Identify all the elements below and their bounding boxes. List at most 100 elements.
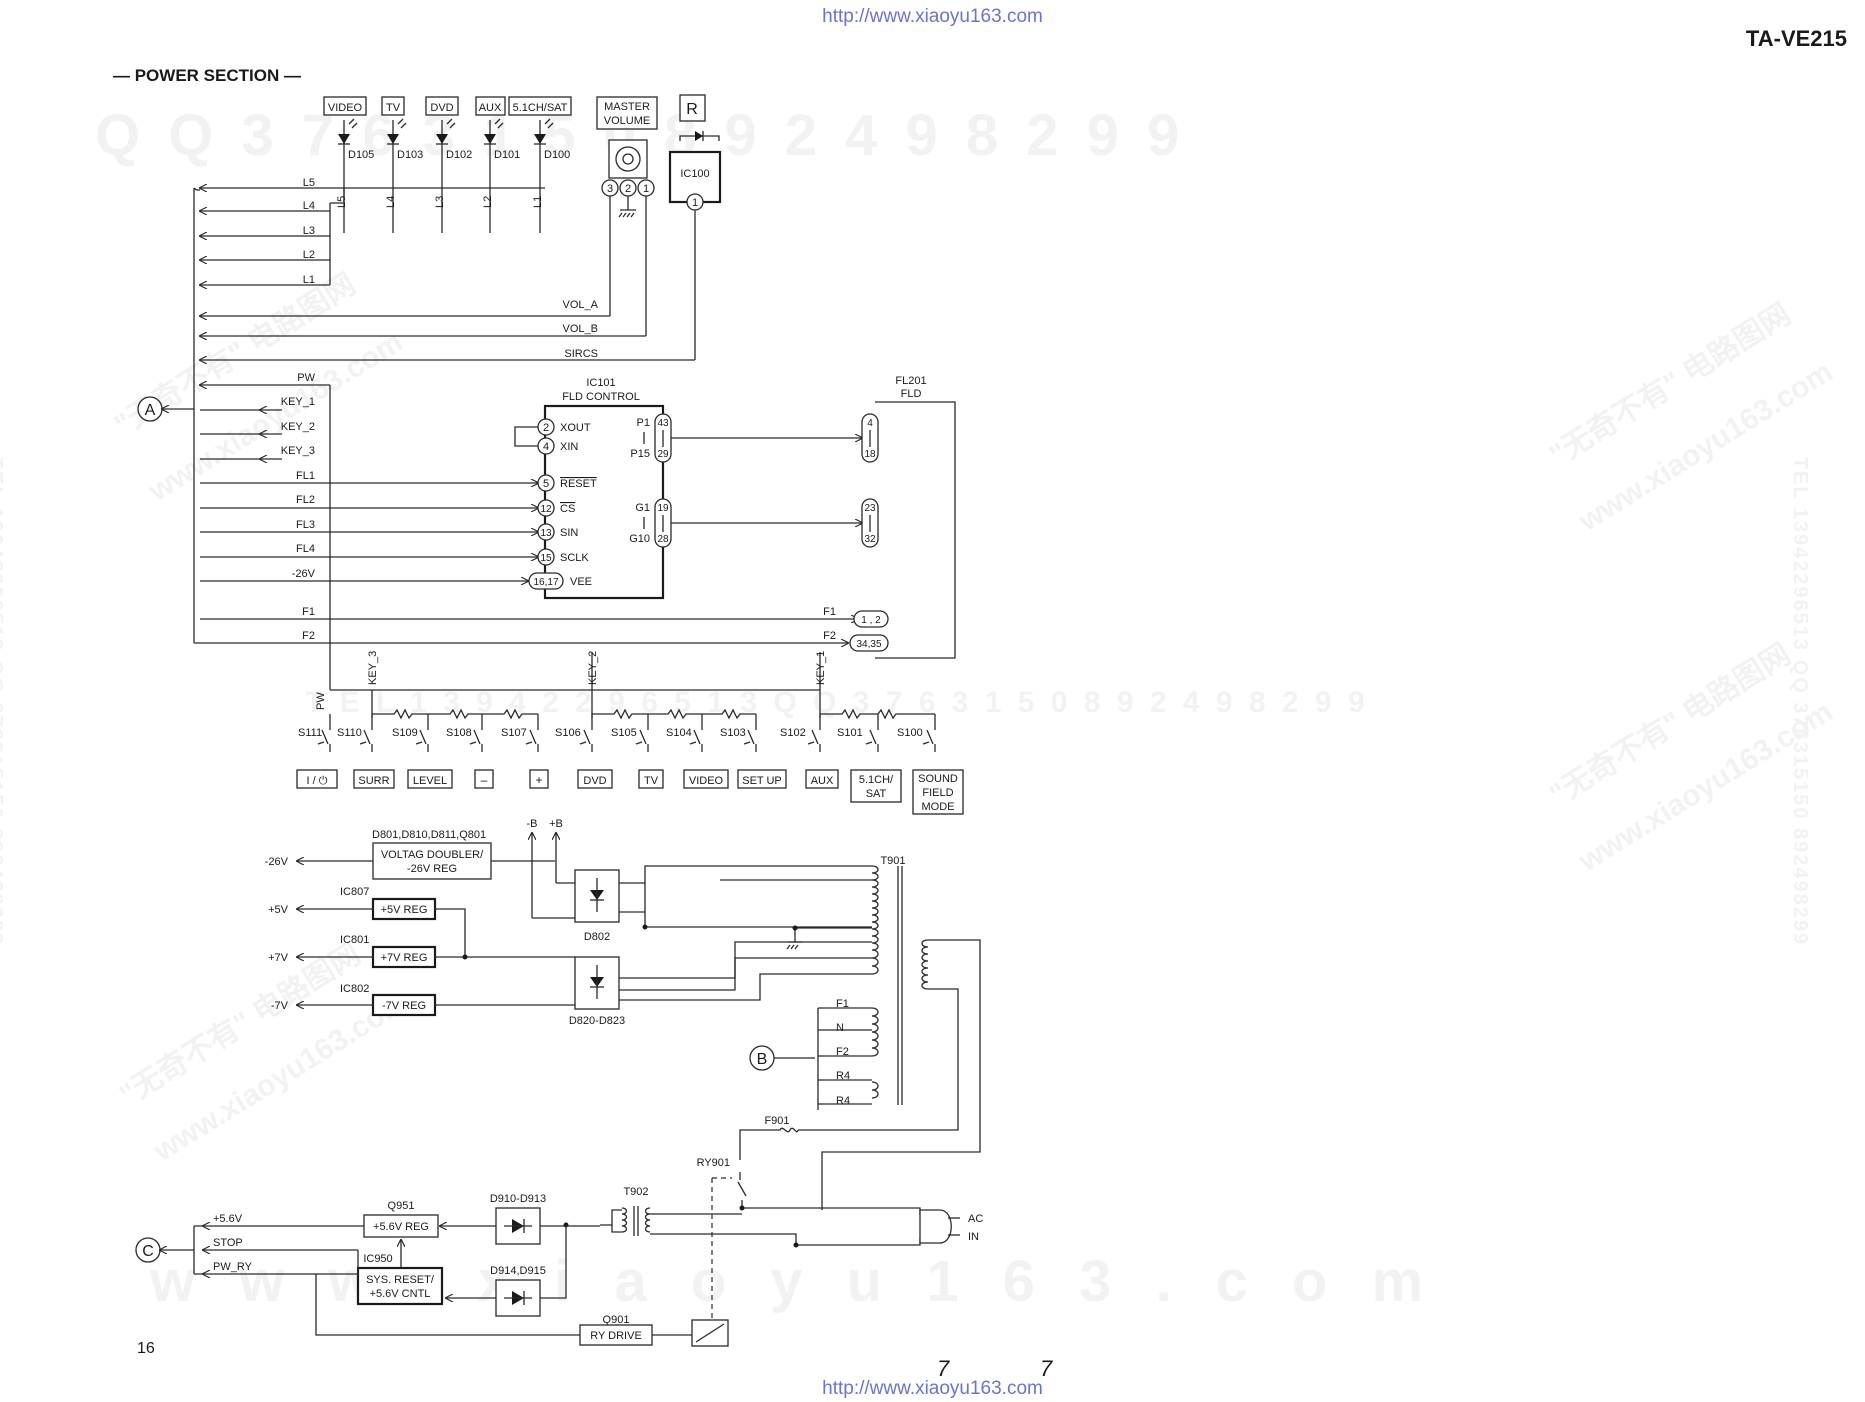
ic101-pin-name-sin: SIN <box>560 527 578 539</box>
b-line-r4b: R4 <box>836 1095 850 1107</box>
b-line-f1: F1 <box>836 998 849 1010</box>
ic101-pin-43: 43 <box>657 418 669 429</box>
switch-s100 <box>922 714 936 752</box>
led-label-box <box>425 96 459 116</box>
led-label-51ch: 5.1CH/SAT <box>513 102 568 114</box>
ic101-pin-29: 29 <box>657 449 669 460</box>
doubler-label-1: VOLTAG DOUBLER/ <box>381 849 484 861</box>
ic101-body <box>543 404 665 600</box>
led-line-l2: L2 <box>482 196 494 208</box>
led-line-l1: L1 <box>532 196 544 208</box>
key-label-minus: – <box>481 773 488 787</box>
ic807-ref: IC807 <box>340 886 369 898</box>
ic101-pin-name-xout: XOUT <box>560 422 591 434</box>
ic101-pin-name-g10: G10 <box>629 533 650 545</box>
bus-label-pw: PW <box>297 372 315 384</box>
key-label-51ch-1: 5.1CH/ <box>859 774 894 786</box>
switch-ref-s111: S111 <box>298 727 322 739</box>
connector-c-label: C <box>142 1243 154 1260</box>
key-label-dvd: DVD <box>583 775 606 787</box>
fl201-pin-23: 23 <box>864 503 876 514</box>
model-number: TA-VE215 <box>1745 26 1847 51</box>
standby-out-pw-ry: PW_RY <box>213 1261 253 1273</box>
led-line-l4: L4 <box>385 196 397 208</box>
led-line-l5: L5 <box>336 196 348 208</box>
ic802-ref: IC802 <box>340 983 369 995</box>
switch-ref-s110: S110 <box>337 727 362 739</box>
ic101-pin-15: 15 <box>540 553 552 564</box>
b-line-n: N <box>836 1022 844 1034</box>
led-label-box <box>508 96 572 116</box>
voltage-doubler-box <box>372 842 492 880</box>
doubler-label-2: -26V REG <box>407 863 457 875</box>
ic101-pin-5: 5 <box>543 478 549 490</box>
fl201-pin-4: 4 <box>867 418 873 429</box>
diode-ref-d100: D100 <box>544 149 570 161</box>
bus-label-sircs: SIRCS <box>564 348 598 360</box>
ic100-pin-1: 1 <box>692 197 698 209</box>
led-line-l3: L3 <box>434 196 446 208</box>
out-7v: +7V <box>268 952 289 964</box>
ic101-pin-19: 19 <box>657 503 669 514</box>
reg-m7v: -7V REG <box>382 1000 426 1012</box>
d914-ref: D914,D915 <box>490 1265 546 1277</box>
led-d100 <box>534 118 554 233</box>
key-label-sound-1: SOUND <box>918 773 958 785</box>
volume-knob-icon <box>608 139 648 179</box>
led-d103 <box>387 118 407 233</box>
key-label-power: I / ⏻ <box>307 775 328 787</box>
switch-s103 <box>743 714 757 752</box>
d802-ref: D802 <box>584 931 610 943</box>
led-indicator-group: VIDEO TV DVD AUX 5.1CH/SAT <box>323 96 572 233</box>
standby-supply: AC IN T902 D910-D913 D914,D915 <box>135 1186 983 1347</box>
switch-ref-s107: S107 <box>501 727 527 739</box>
master-volume-label-2: VOLUME <box>604 115 650 127</box>
ic101-fld-control: IC101 FLD CONTROL 2 4 5 12 13 15 16,17 X… <box>514 377 862 600</box>
ic101-pin-2: 2 <box>543 422 549 434</box>
bus-label-l5: L5 <box>303 177 315 189</box>
bus-label-vol-b: VOL_B <box>563 323 598 335</box>
switch-ref-s103: S103 <box>720 727 746 739</box>
ic101-title: FLD CONTROL <box>562 391 640 403</box>
page-number: 16 <box>137 1340 155 1357</box>
key-label-sound-2: FIELD <box>922 787 953 799</box>
fl201-pin-1-2: 1 , 2 <box>861 615 881 626</box>
fl201-pin-34-35: 34,35 <box>856 639 881 650</box>
page-mark: 7 <box>1040 1356 1053 1381</box>
led-d102 <box>436 118 456 233</box>
led-label-tv: TV <box>386 102 401 114</box>
key-label-surr: SURR <box>358 775 389 787</box>
switch-ref-s109: S109 <box>392 727 418 739</box>
ic101-pin-name-xin: XIN <box>560 441 578 453</box>
switch-s106 <box>579 714 593 752</box>
ry-drive-label: RY DRIVE <box>590 1330 642 1342</box>
section-title: — POWER SECTION — <box>113 66 301 85</box>
volume-pin-3: 3 <box>607 183 613 195</box>
fl201-label-f2: F2 <box>823 630 836 642</box>
bus-label-f2: F2 <box>302 630 315 642</box>
ic100-ref: IC100 <box>680 168 709 180</box>
key-label-sound-3: MODE <box>922 801 955 813</box>
ic101-pin-name-sclk: SCLK <box>560 552 589 564</box>
transformer-t902-icon <box>621 1206 651 1236</box>
switch-s105 <box>635 714 649 752</box>
out-m26v: -26V <box>265 856 289 868</box>
led-label-box <box>381 96 405 116</box>
bus-label-fl4: FL4 <box>296 543 315 555</box>
key-label-tv: TV <box>644 775 659 787</box>
led-d101 <box>484 118 504 233</box>
fl201-pin-32: 32 <box>864 534 876 545</box>
volume-pin-1: 1 <box>643 183 649 195</box>
key-label-level: LEVEL <box>413 775 447 787</box>
ac-plug-icon <box>919 1209 952 1244</box>
ic101-ref: IC101 <box>586 377 615 389</box>
ac-label-2: IN <box>968 1231 979 1243</box>
switch-s101 <box>865 714 879 752</box>
bus-label-l4: L4 <box>303 200 315 212</box>
diode-ref-d105: D105 <box>348 149 374 161</box>
switch-s107 <box>525 714 539 752</box>
bus-label-vol-a: VOL_A <box>563 299 599 311</box>
ic101-pin-12: 12 <box>540 504 552 515</box>
switch-ref-s106: S106 <box>555 727 581 739</box>
